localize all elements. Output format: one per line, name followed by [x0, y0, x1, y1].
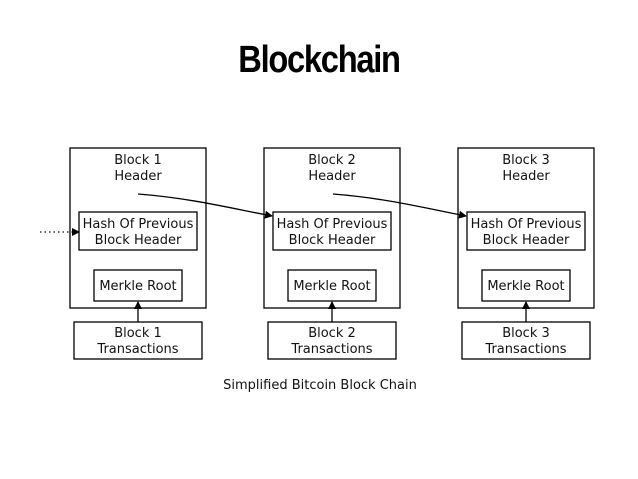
- block-header-line-1: Block 3: [502, 153, 550, 168]
- block-header-line-1: Block 1: [114, 153, 162, 168]
- page-title: Blockchain: [238, 39, 401, 81]
- hash-line-1: Hash Of Previous: [277, 217, 388, 232]
- merkle-root-box: [287, 269, 377, 302]
- transactions-box: [267, 321, 397, 360]
- transactions-line-2: Transactions: [290, 342, 372, 357]
- merkle-root-label: Merkle Root: [99, 279, 176, 294]
- merkle-root-label: Merkle Root: [487, 279, 564, 294]
- hash-line-2: Block Header: [483, 233, 570, 248]
- transactions-line-1: Block 3: [502, 326, 550, 341]
- chain-arrow-2-to-3: [332, 193, 467, 219]
- block-1: Block 1 Header Hash Of Previous Block He…: [69, 147, 207, 360]
- merkle-root-box: [481, 269, 571, 302]
- block-header-line-2: Header: [308, 169, 356, 184]
- block-2: Block 2 Header Hash Of Previous Block He…: [263, 147, 401, 360]
- hash-box: [466, 211, 586, 251]
- diagram-caption: Simplified Bitcoin Block Chain: [223, 378, 417, 393]
- hash-line-2: Block Header: [289, 233, 376, 248]
- block-header-line-1: Block 2: [308, 153, 356, 168]
- transactions-line-2: Transactions: [96, 342, 178, 357]
- block-3: Block 3 Header Hash Of Previous Block He…: [457, 147, 595, 360]
- merkle-root-box: [93, 269, 183, 302]
- transactions-line-1: Block 1: [114, 326, 162, 341]
- transactions-line-2: Transactions: [484, 342, 566, 357]
- hash-line-1: Hash Of Previous: [471, 217, 582, 232]
- transactions-box: [461, 321, 591, 360]
- block-header-line-2: Header: [502, 169, 550, 184]
- hash-line-2: Block Header: [95, 233, 182, 248]
- transactions-box: [73, 321, 203, 360]
- transactions-line-1: Block 2: [308, 326, 356, 341]
- hash-box: [272, 211, 392, 251]
- hash-line-1: Hash Of Previous: [83, 217, 194, 232]
- hash-box: [78, 211, 198, 251]
- block-header-line-2: Header: [114, 169, 162, 184]
- merkle-root-label: Merkle Root: [293, 279, 370, 294]
- chain-arrow-1-to-2: [137, 193, 273, 219]
